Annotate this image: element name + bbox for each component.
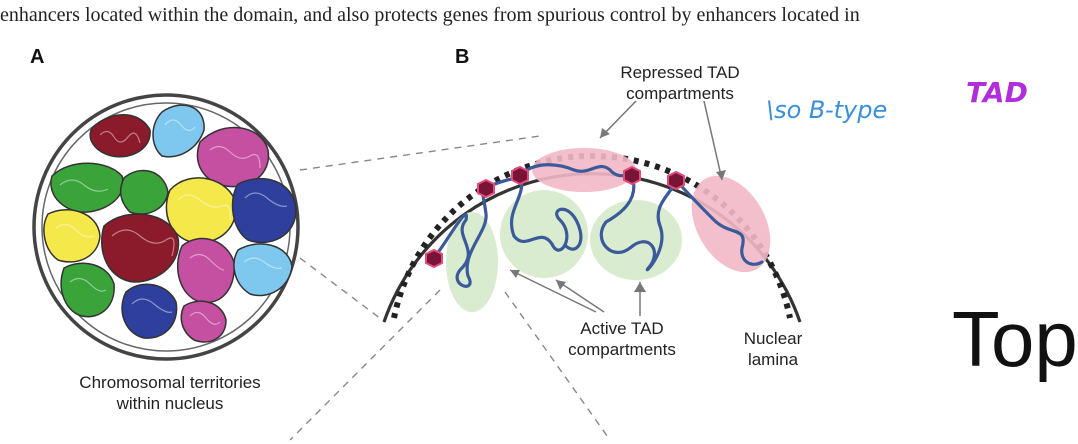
label-line: Repressed TAD xyxy=(620,63,740,82)
label-line: lamina xyxy=(747,350,799,369)
ctcf-markers xyxy=(425,165,685,269)
panel-a-caption: Chromosomal territories within nucleus xyxy=(40,372,300,414)
zoom-guide-lines xyxy=(289,135,611,441)
handwritten-tad: TAD xyxy=(966,76,1028,109)
label-line: compartments xyxy=(568,340,676,359)
handwritten-note: \so B-type xyxy=(766,96,888,124)
panel-a-label: A xyxy=(30,46,45,68)
body-text-line: enhancers located within the domain, and… xyxy=(0,4,860,26)
active-tad-label: Active TAD compartments xyxy=(548,318,696,360)
nucleus-territories xyxy=(32,93,300,361)
leader-arrowheads xyxy=(510,128,726,292)
label-line: Active TAD xyxy=(580,319,664,338)
panel-b-label: B xyxy=(455,46,470,68)
nuclear-lamina-label: Nuclear lamina xyxy=(728,328,818,370)
caption-line: Chromosomal territories xyxy=(79,373,261,392)
label-line: Nuclear xyxy=(743,329,803,348)
active-compartments xyxy=(446,190,682,312)
repressed-tad-label: Repressed TAD compartments xyxy=(600,62,760,104)
label-line: compartments xyxy=(626,84,734,103)
caption-line: within nucleus xyxy=(116,394,224,413)
slide-title-fragment: Top xyxy=(952,295,1078,383)
